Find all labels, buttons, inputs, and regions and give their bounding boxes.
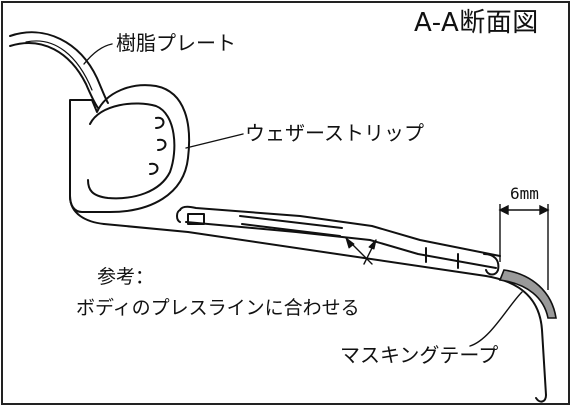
weather-strip-label: ウェザーストリップ [245, 121, 424, 145]
weather-strip-teeth [149, 116, 167, 175]
resin-plate-inner [9, 42, 99, 109]
leader-resin-plate [83, 43, 113, 65]
molding-step [425, 247, 459, 269]
weather-strip-lip [69, 195, 105, 225]
weather-strip-body [69, 84, 191, 213]
body-panel [103, 223, 547, 396]
resin-plate-core [25, 40, 93, 91]
masking-tape-strip [498, 269, 557, 319]
dimension-label: 6mm [510, 184, 539, 203]
reference-text: ボディのプレスラインに合わせる [76, 297, 360, 319]
resin-plate-label: 樹脂プレート [116, 31, 236, 55]
reference-arrowhead-1 [368, 239, 377, 250]
dimension-arrowhead-left [498, 204, 509, 216]
dimension-arrowhead-right [539, 204, 550, 216]
molding-top [179, 205, 501, 257]
molding-bottom [176, 209, 497, 269]
resin-plate-outer [9, 31, 109, 104]
dimension-6mm [498, 204, 550, 290]
masking-tape-label: マスキングテープ [340, 343, 499, 367]
reference-heading: 参考： [97, 266, 155, 288]
reference-arrowhead-2 [345, 237, 355, 249]
molding-ridge [239, 215, 343, 237]
leader-masking-tape [469, 291, 523, 347]
weather-strip-inner [87, 102, 176, 200]
molding-clip-right [483, 253, 500, 276]
diagram-title: A-A断面図 [414, 8, 539, 38]
leader-weather-strip [185, 133, 244, 149]
body-panel-flange [535, 394, 547, 403]
molding-clip-left [187, 213, 205, 225]
